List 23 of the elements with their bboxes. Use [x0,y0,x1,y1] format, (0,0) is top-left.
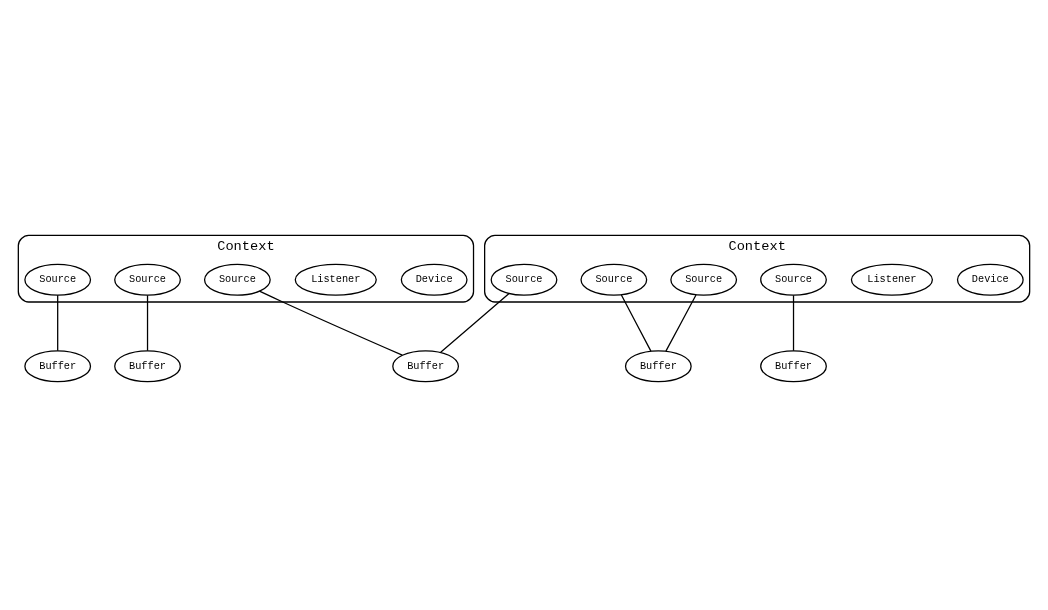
connector [57,294,59,352]
node-ellipse: Source [114,263,181,296]
connector [620,294,652,352]
connector [665,294,697,352]
node-ellipse: Listener [294,263,377,296]
node-ellipse: Buffer [114,350,181,383]
node-ellipse: Device [956,263,1024,296]
node-ellipse: Source [580,263,648,296]
node-ellipse: Source [490,263,558,296]
connector [440,292,510,353]
connector [258,290,403,356]
node-ellipse: Source [670,263,738,296]
node-ellipse: Buffer [392,350,460,383]
node-ellipse: Buffer [760,350,827,383]
node-ellipse: Source [760,263,827,296]
connector [146,294,149,352]
connector [792,294,795,352]
node-ellipse: Device [400,263,468,296]
node-ellipse: Source [24,263,92,296]
node-ellipse: Listener [850,263,934,296]
node-ellipse: Source [203,263,271,296]
node-ellipse: Buffer [24,350,92,383]
node-ellipse: Buffer [624,350,692,383]
